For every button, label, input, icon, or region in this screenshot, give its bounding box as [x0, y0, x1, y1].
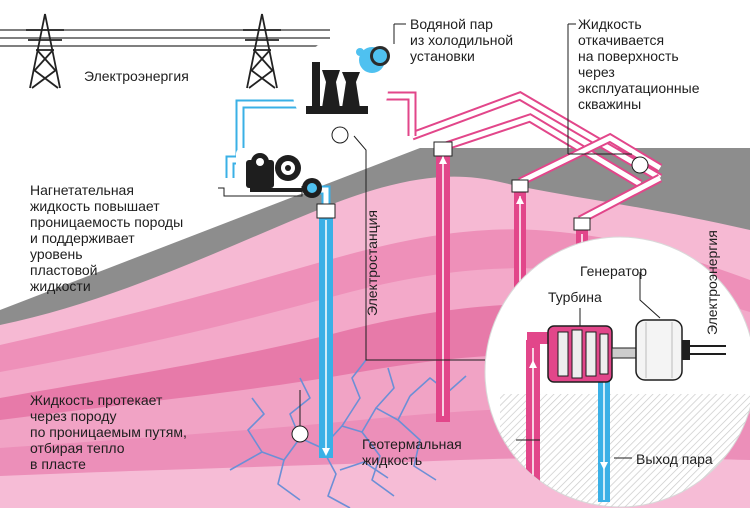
power-label-right: Электроэнергия: [704, 230, 720, 335]
turbine-label: Турбина: [548, 289, 602, 305]
callout-marker: [631, 156, 649, 174]
pylon-icon: [243, 13, 281, 89]
production-wells: [433, 141, 591, 422]
surface-pipe-network: [225, 91, 663, 224]
turbine-icon: [547, 325, 637, 383]
pylon-icon: [26, 13, 64, 89]
steam-out-label: Выход пара: [636, 451, 713, 467]
power-label-top: Электроэнергия: [84, 68, 189, 84]
pumped-up-label: Жидкость откачивается на поверхность чер…: [578, 16, 700, 112]
injection-label: Нагнетательная жидкость повышает проница…: [30, 182, 184, 294]
power-plant-label: Электростанция: [364, 209, 380, 316]
turbine-detail-circle: [484, 236, 750, 508]
callout-lines: [639, 272, 661, 319]
geothermal-label: Геотермальная жидкость: [362, 436, 462, 468]
generator-icon: [635, 319, 726, 381]
cooling-tower-icon: [306, 62, 368, 114]
callout-marker: [291, 425, 309, 443]
callout-lines: [218, 23, 632, 432]
flow-label: Жидкость протекает через породу по прони…: [30, 392, 187, 472]
vapor-label: Водяной пар из холодильной установки: [410, 16, 514, 64]
injection-well: [316, 203, 336, 458]
power-plant-bubble: [292, 40, 390, 136]
callout-marker: [331, 126, 349, 144]
generator-label: Генератор: [580, 263, 648, 279]
pump-icon: [236, 148, 322, 198]
vapor-cloud-icon: [356, 46, 390, 73]
